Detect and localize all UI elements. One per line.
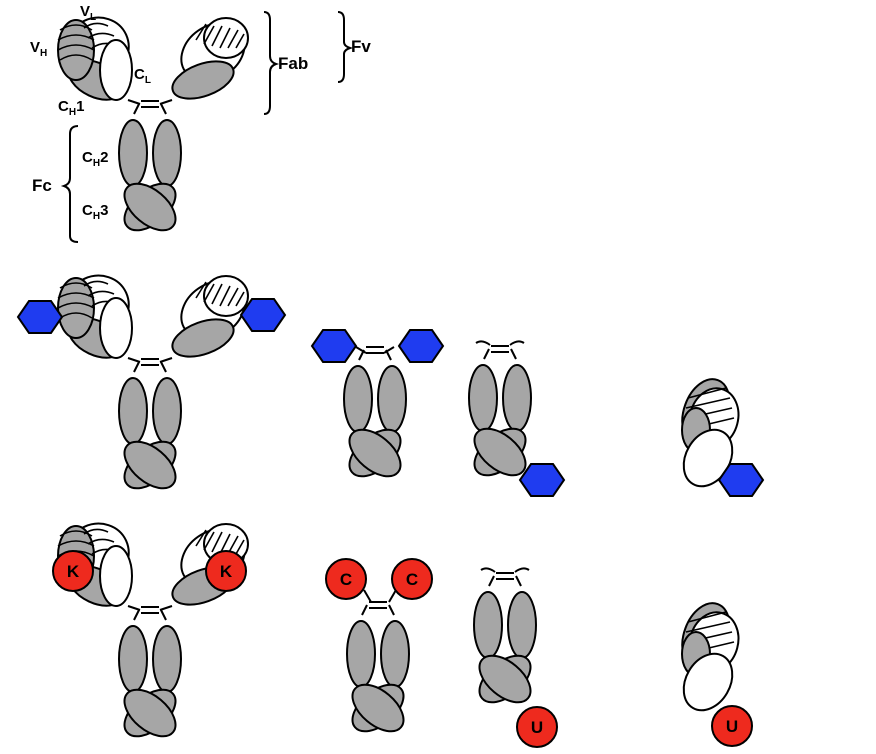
ch3-label: CH3 [82,202,108,222]
fab-label: Fab [278,54,308,73]
hexagon-tag [718,463,764,497]
hexagon-tag [398,329,444,363]
vl-label: VL [80,3,96,23]
fc-fragment-u-label [470,567,540,713]
hexagon-tag [17,300,63,334]
fv-label: Fv [351,37,371,56]
k-circle-marker: K [52,550,94,592]
cl-label: CL [134,66,151,86]
hexagon-tag [519,463,565,497]
ch2-label: CH2 [82,149,108,169]
scfv-u-label [672,595,746,720]
fab-brace [263,11,280,115]
ch1-label: CH1 [58,98,84,118]
fc-fragment-c-label [343,601,413,742]
full-antibody-labeled [54,6,257,241]
svg-text:K: K [220,562,233,581]
fc-fragment-hexagon [340,346,410,487]
vh-label: VH [30,39,47,59]
fc-brace [60,125,79,243]
fc-label: Fc [32,176,52,195]
svg-text:U: U [531,718,543,737]
svg-text:C: C [340,570,352,589]
hexagon-tag [240,298,286,332]
full-antibody-k-label [54,512,257,747]
u-circle-marker: U [516,706,558,748]
full-antibody-hexagon [54,264,257,499]
hexagon-tag [311,329,357,363]
u-circle-marker: U [711,705,753,747]
k-circle-marker: K [205,550,247,592]
fv-brace [337,11,354,83]
svg-text:C: C [406,570,418,589]
svg-text:U: U [726,717,738,736]
c-circle-marker: C [325,558,367,600]
fc-fragment-c-terminal-hexagon [465,340,535,486]
svg-text:K: K [67,562,80,581]
c-circle-marker: C [391,558,433,600]
